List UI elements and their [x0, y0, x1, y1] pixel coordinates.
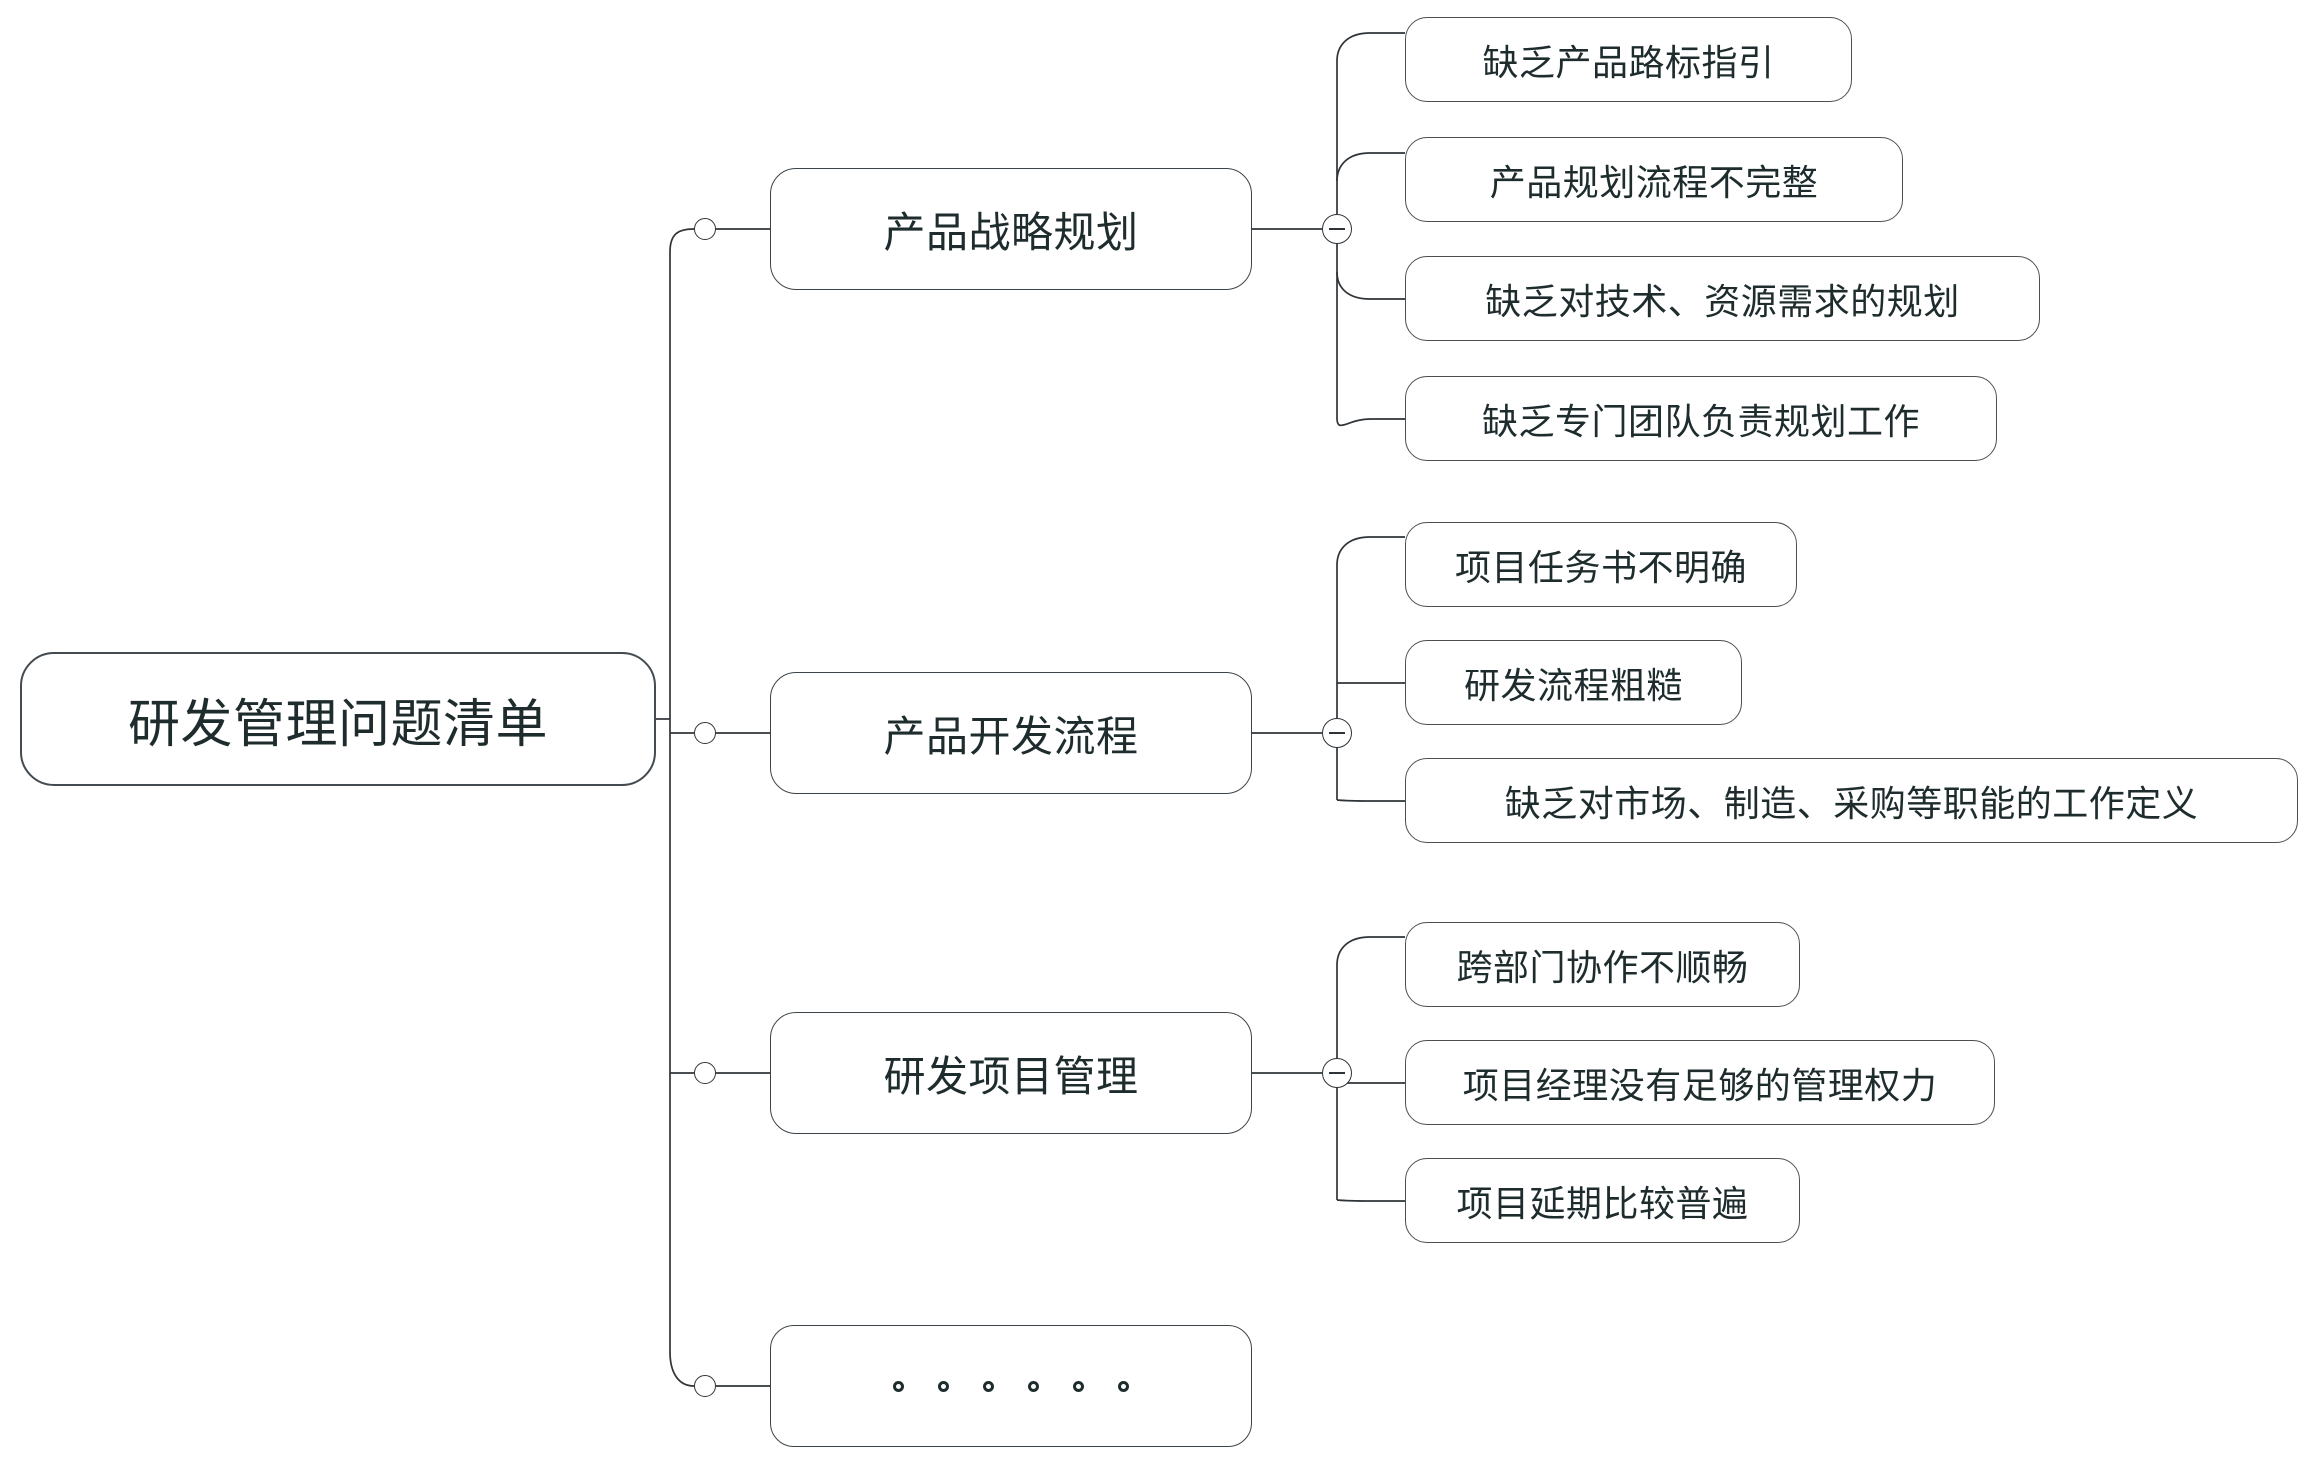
leaf-node-2-1-label: 项目任务书不明确: [1454, 546, 1747, 588]
leaf-link-3-3: [1336, 1199, 1405, 1202]
leaf-node-1-4-label: 缺乏专门团队负责规划工作: [1481, 400, 1920, 442]
leaf-node-1-2-label: 产品规划流程不完整: [1489, 161, 1819, 203]
ellipsis-dots: [893, 1380, 1129, 1392]
trunk-curve-branch-4: [669, 1351, 695, 1387]
branch-node-1[interactable]: 产品战略规划: [770, 168, 1252, 290]
branch-node-3[interactable]: 研发项目管理: [770, 1012, 1252, 1134]
root-node[interactable]: 研发管理问题清单: [20, 652, 656, 786]
root-node-label: 研发管理问题清单: [127, 695, 548, 754]
ellipsis-dot: [1118, 1380, 1129, 1392]
leaf-node-3-1-label: 跨部门协作不顺畅: [1456, 946, 1749, 988]
minus-glyph: [1329, 732, 1345, 734]
ellipsis-dot: [983, 1380, 994, 1392]
branch-node-3-label: 研发项目管理: [883, 1052, 1139, 1100]
branch-node-4-ellipsis[interactable]: [770, 1325, 1252, 1447]
leaf-node-2-2[interactable]: 研发流程粗糙: [1405, 640, 1742, 725]
ellipsis-dot: [1028, 1380, 1039, 1392]
ellipsis-dot: [938, 1380, 949, 1392]
leaf-node-1-3[interactable]: 缺乏对技术、资源需求的规划: [1405, 256, 2040, 341]
leaf-node-3-2-label: 项目经理没有足够的管理权力: [1462, 1064, 1938, 1106]
leaf-node-3-1[interactable]: 跨部门协作不顺畅: [1405, 922, 1800, 1007]
leaf-node-3-3-label: 项目延期比较普遍: [1456, 1182, 1749, 1224]
leaf-node-2-1[interactable]: 项目任务书不明确: [1405, 522, 1797, 607]
connector-dot-branch-3[interactable]: [694, 1062, 716, 1084]
leaf-node-2-3-label: 缺乏对市场、制造、采购等职能的工作定义: [1504, 782, 2199, 824]
minus-circle-icon-branch-3[interactable]: [1322, 1058, 1352, 1088]
leaf-link-2-3: [1336, 799, 1405, 802]
leaf-link-1-1: [1336, 32, 1405, 62]
connector-dot-branch-4[interactable]: [694, 1375, 716, 1397]
leaf-node-3-3[interactable]: 项目延期比较普遍: [1405, 1158, 1800, 1243]
minus-glyph: [1329, 1072, 1345, 1074]
leaf-node-1-1-label: 缺乏产品路标指引: [1482, 41, 1775, 83]
minus-glyph: [1329, 228, 1345, 230]
leaf-link-1-3: [1336, 271, 1405, 300]
leaf-link-1-2: [1336, 152, 1405, 182]
leaf-node-1-3-label: 缺乏对技术、资源需求的规划: [1485, 280, 1960, 322]
minus-circle-icon-branch-2[interactable]: [1322, 718, 1352, 748]
branch-node-2[interactable]: 产品开发流程: [770, 672, 1252, 794]
leaf-node-1-2[interactable]: 产品规划流程不完整: [1405, 137, 1903, 222]
leaf-node-1-1[interactable]: 缺乏产品路标指引: [1405, 17, 1852, 102]
leaf-link-2-1: [1336, 536, 1405, 566]
ellipsis-dot: [893, 1380, 904, 1392]
leaf-node-1-4[interactable]: 缺乏专门团队负责规划工作: [1405, 376, 1997, 461]
leaf-link-1-4: [1336, 417, 1405, 427]
leaf-node-2-2-label: 研发流程粗糙: [1463, 664, 1683, 706]
minus-circle-icon-branch-1[interactable]: [1322, 214, 1352, 244]
branch-node-2-label: 产品开发流程: [883, 712, 1139, 760]
leaf-node-3-2[interactable]: 项目经理没有足够的管理权力: [1405, 1040, 1995, 1125]
branch-node-1-label: 产品战略规划: [883, 208, 1139, 256]
leaf-link-3-1: [1336, 936, 1405, 966]
connector-dot-branch-1[interactable]: [694, 218, 716, 240]
connector-dot-branch-2[interactable]: [694, 722, 716, 744]
leaf-node-2-3[interactable]: 缺乏对市场、制造、采购等职能的工作定义: [1405, 758, 2298, 843]
ellipsis-dot: [1073, 1380, 1084, 1392]
trunk-curve-branch-1: [669, 228, 695, 253]
